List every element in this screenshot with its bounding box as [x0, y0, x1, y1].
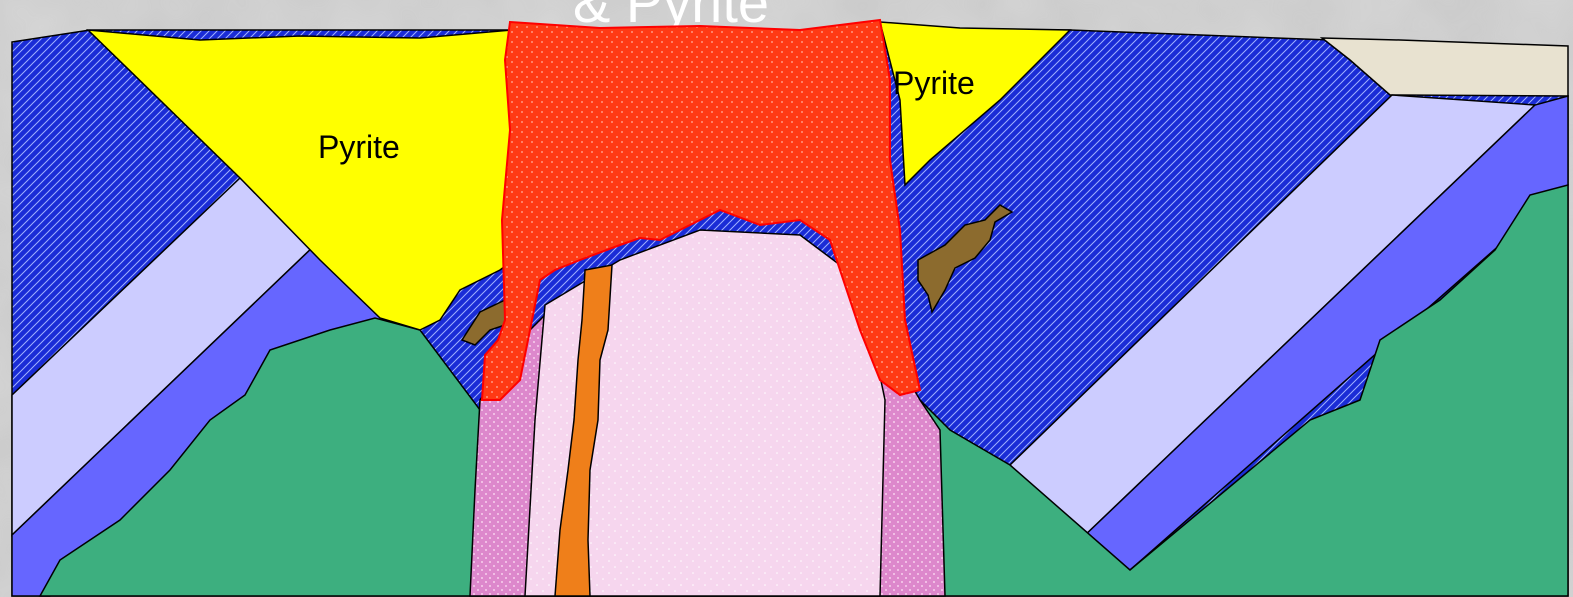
- pyrite-label-right: Pyrite: [893, 65, 975, 101]
- pyrite-label-left: Pyrite: [318, 129, 400, 165]
